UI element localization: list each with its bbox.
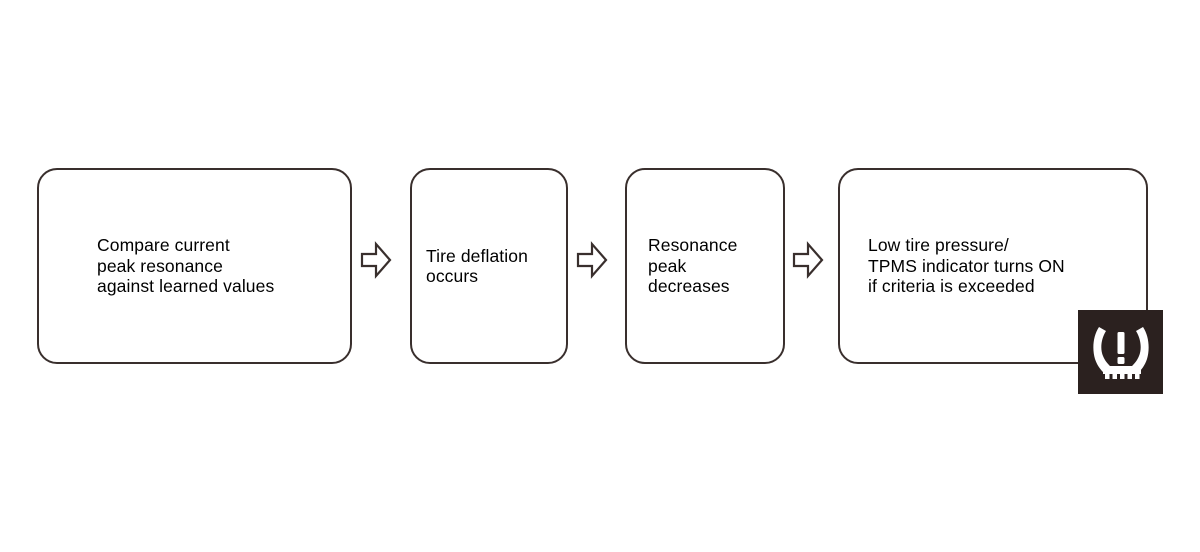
flow-node-tpms-indicator-on[interactable]: Low tire pressure/ TPMS indicator turns … — [838, 168, 1148, 364]
arrow-right-icon — [792, 240, 824, 280]
arrow-right-icon — [576, 240, 608, 280]
flow-node-tire-deflation[interactable]: Tire deflation occurs — [410, 168, 568, 364]
flow-node-label: Compare current peak resonance against l… — [97, 235, 275, 297]
tpms-warning-icon — [1078, 310, 1163, 394]
flow-node-label: Resonance peak decreases — [648, 235, 738, 297]
flow-node-label: Low tire pressure/ TPMS indicator turns … — [868, 235, 1065, 297]
flow-node-label: Tire deflation occurs — [426, 245, 528, 287]
flow-node-compare-peak-resonance[interactable]: Compare current peak resonance against l… — [37, 168, 352, 364]
arrow-right-icon — [360, 240, 392, 280]
flow-node-resonance-peak-decreases[interactable]: Resonance peak decreases — [625, 168, 785, 364]
